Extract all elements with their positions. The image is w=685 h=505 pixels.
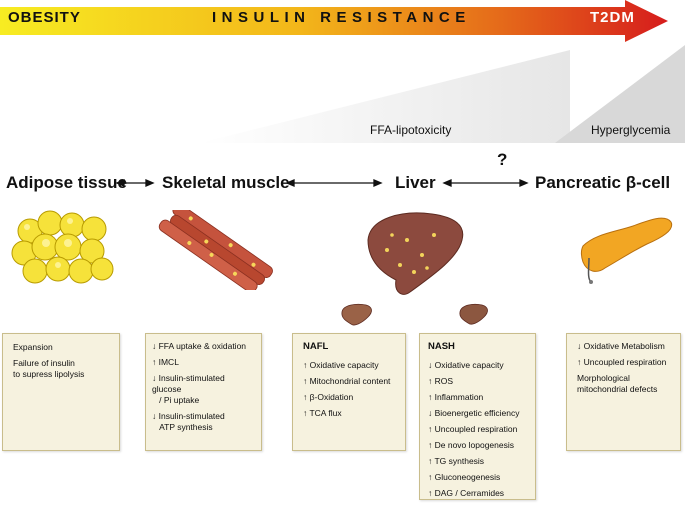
hyperglycemia-label: Hyperglycemia (591, 123, 671, 137)
nafl-liver-icon (341, 303, 372, 326)
nash-item: ↑ De novo lopogenesis (428, 440, 515, 450)
question-mark: ? (497, 150, 508, 169)
nafl-item: ↑ Oxidative capacity (303, 360, 379, 370)
pancreas-item: ↑ Uncoupled respiration (577, 357, 667, 367)
nash-item: ↑ Inflammation (428, 392, 484, 402)
skeletal-muscle-illustration (158, 210, 273, 290)
tissue-connector-arrows (115, 179, 529, 187)
pancreatic-beta-cell-heading: Pancreatic β-cell (535, 173, 671, 192)
nash-item: ↑ Gluconeogenesis (428, 472, 501, 482)
adipose-info-box: Expansion Failure of insulin to supress … (2, 333, 120, 451)
muscle-item: ↓ Insulin-stimulated glucose / Pi uptake (152, 373, 225, 405)
muscle-item: ↓ FFA uptake & oxidation (152, 341, 247, 351)
nafl-item: ↑ Mitochondrial content (303, 376, 391, 386)
nash-item: ↑ ROS (428, 376, 454, 386)
adipose-tissue-heading: Adipose tissue (6, 173, 127, 192)
pancreas-illustration (581, 217, 673, 284)
skeletal-muscle-heading: Skeletal muscle (162, 173, 290, 192)
nafl-item: ↑ TCA flux (303, 408, 342, 418)
nash-item: ↑ Uncoupled respiration (428, 424, 518, 434)
liver-illustration (367, 212, 464, 295)
nash-item: ↑ DAG / Cerramides (428, 488, 505, 498)
nash-liver-icon (459, 303, 488, 325)
nash-item: ↓ Bioenergetic efficiency (428, 408, 520, 418)
pancreas-item: Morphological mitochondrial defects (577, 373, 658, 394)
muscle-item: ↑ IMCL (152, 357, 179, 367)
nafl-item: ↑ β-Oxidation (303, 392, 354, 402)
pancreas-info-box: ↓ Oxidative Metabolism ↑ Uncoupled respi… (566, 333, 681, 451)
nafl-title: NAFL (303, 341, 329, 352)
nafl-info-box: NAFL ↑ Oxidative capacity ↑ Mitochondria… (292, 333, 406, 451)
nash-title: NASH (428, 341, 455, 352)
pancreas-item: ↓ Oxidative Metabolism (577, 341, 665, 351)
skeletal-muscle-info-box: ↓ FFA uptake & oxidation ↑ IMCL ↓ Insuli… (145, 333, 262, 451)
nash-item: ↑ TG synthesis (428, 456, 485, 466)
adipose-item: Expansion (13, 342, 53, 352)
nash-info-box: NASH ↓ Oxidative capacity ↑ ROS ↑ Inflam… (419, 333, 536, 500)
banner-obesity-label: OBESITY (8, 9, 81, 26)
muscle-item: ↓ Insulin-stimulated ATP synthesis (152, 411, 225, 432)
nash-item: ↓ Oxidative capacity (428, 360, 504, 370)
adipose-cells-illustration (11, 210, 114, 284)
banner-insulin-resistance-label: INSULIN RESISTANCE (212, 9, 471, 26)
liver-heading: Liver (395, 173, 436, 192)
banner-t2dm-label: T2DM (590, 9, 635, 26)
insulin-resistance-banner-arrow (0, 0, 668, 42)
ffa-lipotoxicity-label: FFA-lipotoxicity (370, 123, 452, 137)
adipose-item: Failure of insulin to supress lipolysis (13, 358, 85, 379)
lipotoxicity-wedge (200, 45, 685, 143)
